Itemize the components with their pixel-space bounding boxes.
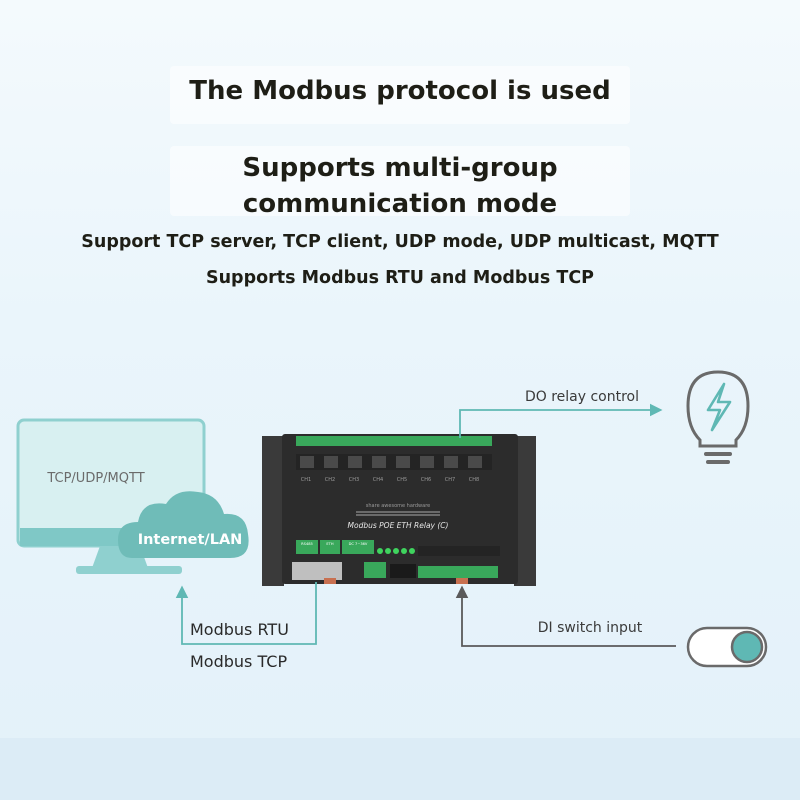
rj45-port bbox=[292, 562, 342, 580]
modbus-tcp-label: Modbus TCP bbox=[190, 652, 287, 671]
device-brand: share awesome hardware bbox=[366, 503, 430, 509]
relay-terminal-screw bbox=[444, 456, 458, 468]
port-label-power: DC 7~36V bbox=[349, 542, 368, 546]
channel-label-3: CH3 bbox=[349, 477, 359, 483]
channel-label-7: CH7 bbox=[445, 477, 455, 483]
ghost-band-mid bbox=[170, 146, 630, 216]
page-title: The Modbus protocol is used bbox=[189, 76, 611, 106]
channel-label-1: CH1 bbox=[301, 477, 311, 483]
page-subtitle: Supports multi-group communication mode bbox=[0, 150, 800, 222]
modbus-rtu-label: Modbus RTU bbox=[190, 620, 289, 639]
relay-terminal-screw bbox=[300, 456, 314, 468]
top-terminal-row bbox=[296, 454, 492, 470]
power-terminal bbox=[342, 540, 374, 554]
port-label-rs485: RS485 bbox=[301, 542, 313, 546]
channel-label-8: CH8 bbox=[469, 477, 479, 483]
do-label: DO relay control bbox=[525, 389, 639, 405]
relay-terminal-screw bbox=[348, 456, 362, 468]
device-model: Modbus POE ETH Relay (C) bbox=[348, 521, 449, 530]
relay-terminal-screw bbox=[372, 456, 386, 468]
port-label-eth: ETH bbox=[326, 542, 333, 546]
relay-device: CH1 CH2 CH3 CH4 CH5 CH6 CH7 CH8 share aw… bbox=[262, 434, 536, 586]
modbus-connector: Modbus RTU Modbus TCP bbox=[175, 582, 317, 671]
relay-terminal-screw bbox=[468, 456, 482, 468]
status-led bbox=[377, 548, 383, 554]
toggle-switch-icon bbox=[686, 626, 768, 668]
supported-protocols-text: Supports Modbus RTU and Modbus TCP bbox=[206, 268, 594, 288]
rs485-terminal bbox=[296, 540, 318, 554]
cloud-icon: Internet/LAN bbox=[118, 491, 249, 558]
monitor-label: TCP/UDP/MQTT bbox=[46, 471, 144, 486]
di-label: DI switch input bbox=[538, 620, 643, 636]
dip-connector bbox=[390, 564, 416, 578]
cloud-label: Internet/LAN bbox=[138, 532, 243, 548]
status-led bbox=[385, 548, 391, 554]
lightbulb-bolt-icon bbox=[686, 370, 750, 464]
channel-labels: CH1 CH2 CH3 CH4 CH5 CH6 CH7 CH8 bbox=[301, 477, 479, 483]
subtitle-line-2: communication mode bbox=[242, 189, 558, 219]
power-connector bbox=[364, 562, 386, 578]
eth-terminal bbox=[320, 540, 340, 554]
di-green-terminal bbox=[418, 566, 498, 578]
do-connector: DO relay control bbox=[459, 389, 663, 438]
channel-label-5: CH5 bbox=[397, 477, 407, 483]
di-terminal-row bbox=[418, 546, 500, 556]
supported-modes-text: Support TCP server, TCP client, UDP mode… bbox=[81, 232, 719, 252]
channel-label-6: CH6 bbox=[421, 477, 431, 483]
footer-band bbox=[0, 738, 800, 800]
status-led bbox=[393, 548, 399, 554]
subtitle-line-1: Supports multi-group bbox=[242, 153, 558, 183]
status-led bbox=[409, 548, 415, 554]
ghost-band-top bbox=[170, 66, 630, 124]
channel-label-2: CH2 bbox=[325, 477, 335, 483]
channel-label-4: CH4 bbox=[373, 477, 383, 483]
status-leds bbox=[377, 548, 415, 554]
di-connector: DI switch input bbox=[455, 585, 676, 647]
status-led bbox=[401, 548, 407, 554]
relay-terminal-screw bbox=[396, 456, 410, 468]
relay-terminal-screw bbox=[420, 456, 434, 468]
relay-terminal-screw bbox=[324, 456, 338, 468]
